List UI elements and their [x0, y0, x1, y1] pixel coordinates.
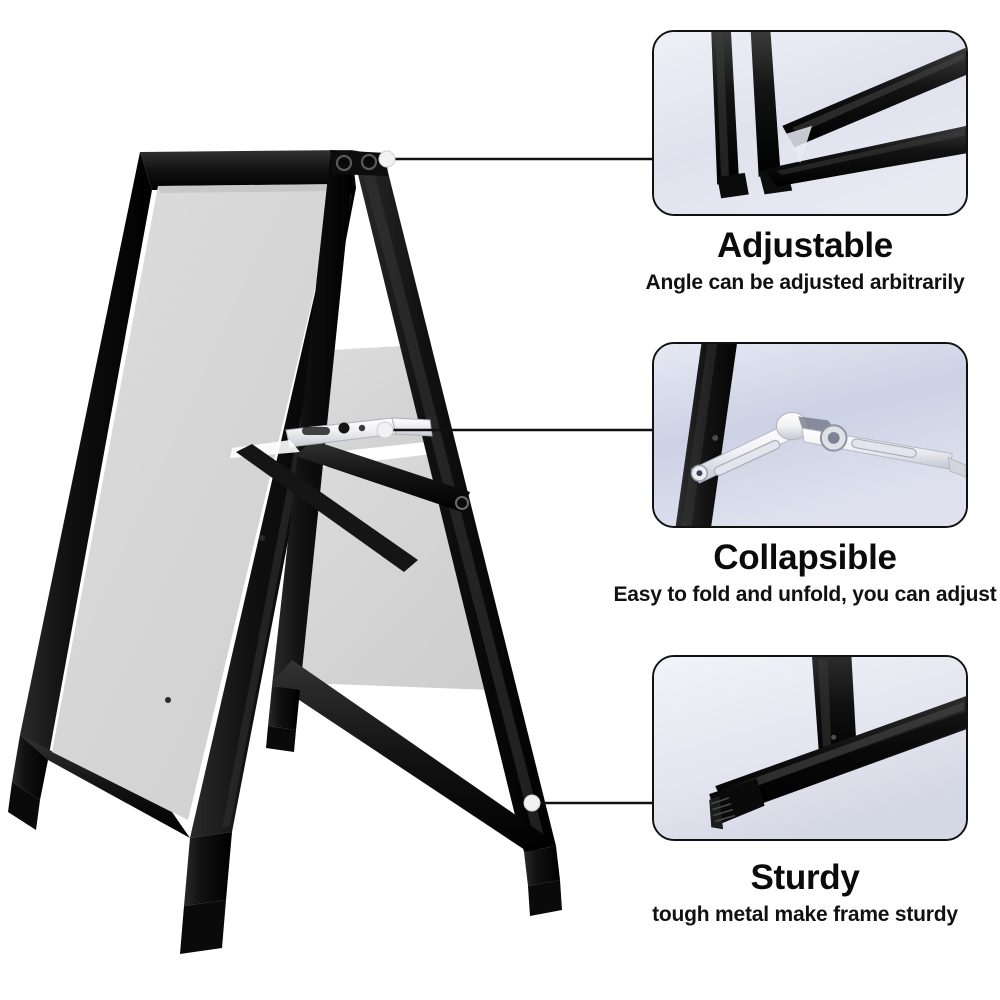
feature-panel-collapsible — [652, 342, 968, 528]
feature-image-adjustable — [654, 32, 966, 214]
feature-panel-adjustable — [652, 30, 968, 216]
stay-bar-arm-right — [391, 417, 433, 437]
rear-diagonal-brace — [236, 444, 418, 572]
feature-text-collapsible: Collapsible Easy to fold and unfold, you… — [605, 538, 1000, 607]
stay-bar-screw-icon — [358, 424, 366, 432]
rear-left-foot-cap — [266, 726, 296, 752]
feature-text-adjustable: Adjustable Angle can be adjusted arbitra… — [605, 226, 1000, 295]
frame-rivet-lower-icon — [165, 697, 171, 703]
front-left-leg-post — [12, 735, 48, 800]
stay-bar-slot — [302, 427, 330, 435]
feature-image-sturdy — [654, 657, 966, 839]
feature-subtitle-adjustable: Angle can be adjusted arbitrarily — [645, 270, 965, 294]
rear-left-leg-post — [268, 686, 300, 730]
rear-left-leg — [266, 686, 300, 752]
front-right-leg-post — [184, 832, 232, 906]
rear-board-mid-rail — [296, 440, 470, 512]
stay-bar-pivot-icon — [338, 422, 350, 434]
feature-panel-sturdy — [652, 655, 968, 841]
rear-right-foot-cap — [528, 880, 562, 916]
frame-rivet-mid-icon — [455, 496, 469, 510]
rear-board-bottom-rail — [272, 660, 546, 856]
feature-title-sturdy: Sturdy — [750, 858, 860, 897]
feature-title-collapsible: Collapsible — [713, 538, 897, 577]
rear-right-leg-post — [524, 846, 560, 886]
front-right-leg — [180, 832, 232, 954]
frame-rivet-left-icon — [259, 535, 265, 541]
feature-title-adjustable: Adjustable — [717, 226, 893, 265]
feature-text-sturdy: Sturdy tough metal make frame sturdy — [605, 858, 1000, 927]
apex-hinge — [330, 150, 388, 176]
feature-subtitle-sturdy: tough metal make frame sturdy — [652, 902, 958, 926]
front-board-top-shadow — [158, 184, 340, 193]
feature-subtitle-collapsible: Easy to fold and unfold, you can adjust — [613, 582, 997, 606]
apex-rivet-right-icon — [360, 153, 378, 171]
front-board-top-rail — [140, 150, 356, 190]
front-board-left-rail — [20, 152, 152, 760]
feature-image-collapsible — [654, 344, 966, 526]
front-left-foot-cap — [8, 782, 40, 830]
rear-right-leg — [524, 846, 562, 916]
front-board-surface — [52, 184, 340, 820]
front-right-foot-cap — [180, 900, 226, 954]
front-board-bottom-rail — [20, 735, 190, 838]
apex-rivet-left-icon — [335, 154, 353, 172]
front-left-leg — [8, 735, 48, 830]
rear-board-left-rail — [272, 158, 354, 690]
